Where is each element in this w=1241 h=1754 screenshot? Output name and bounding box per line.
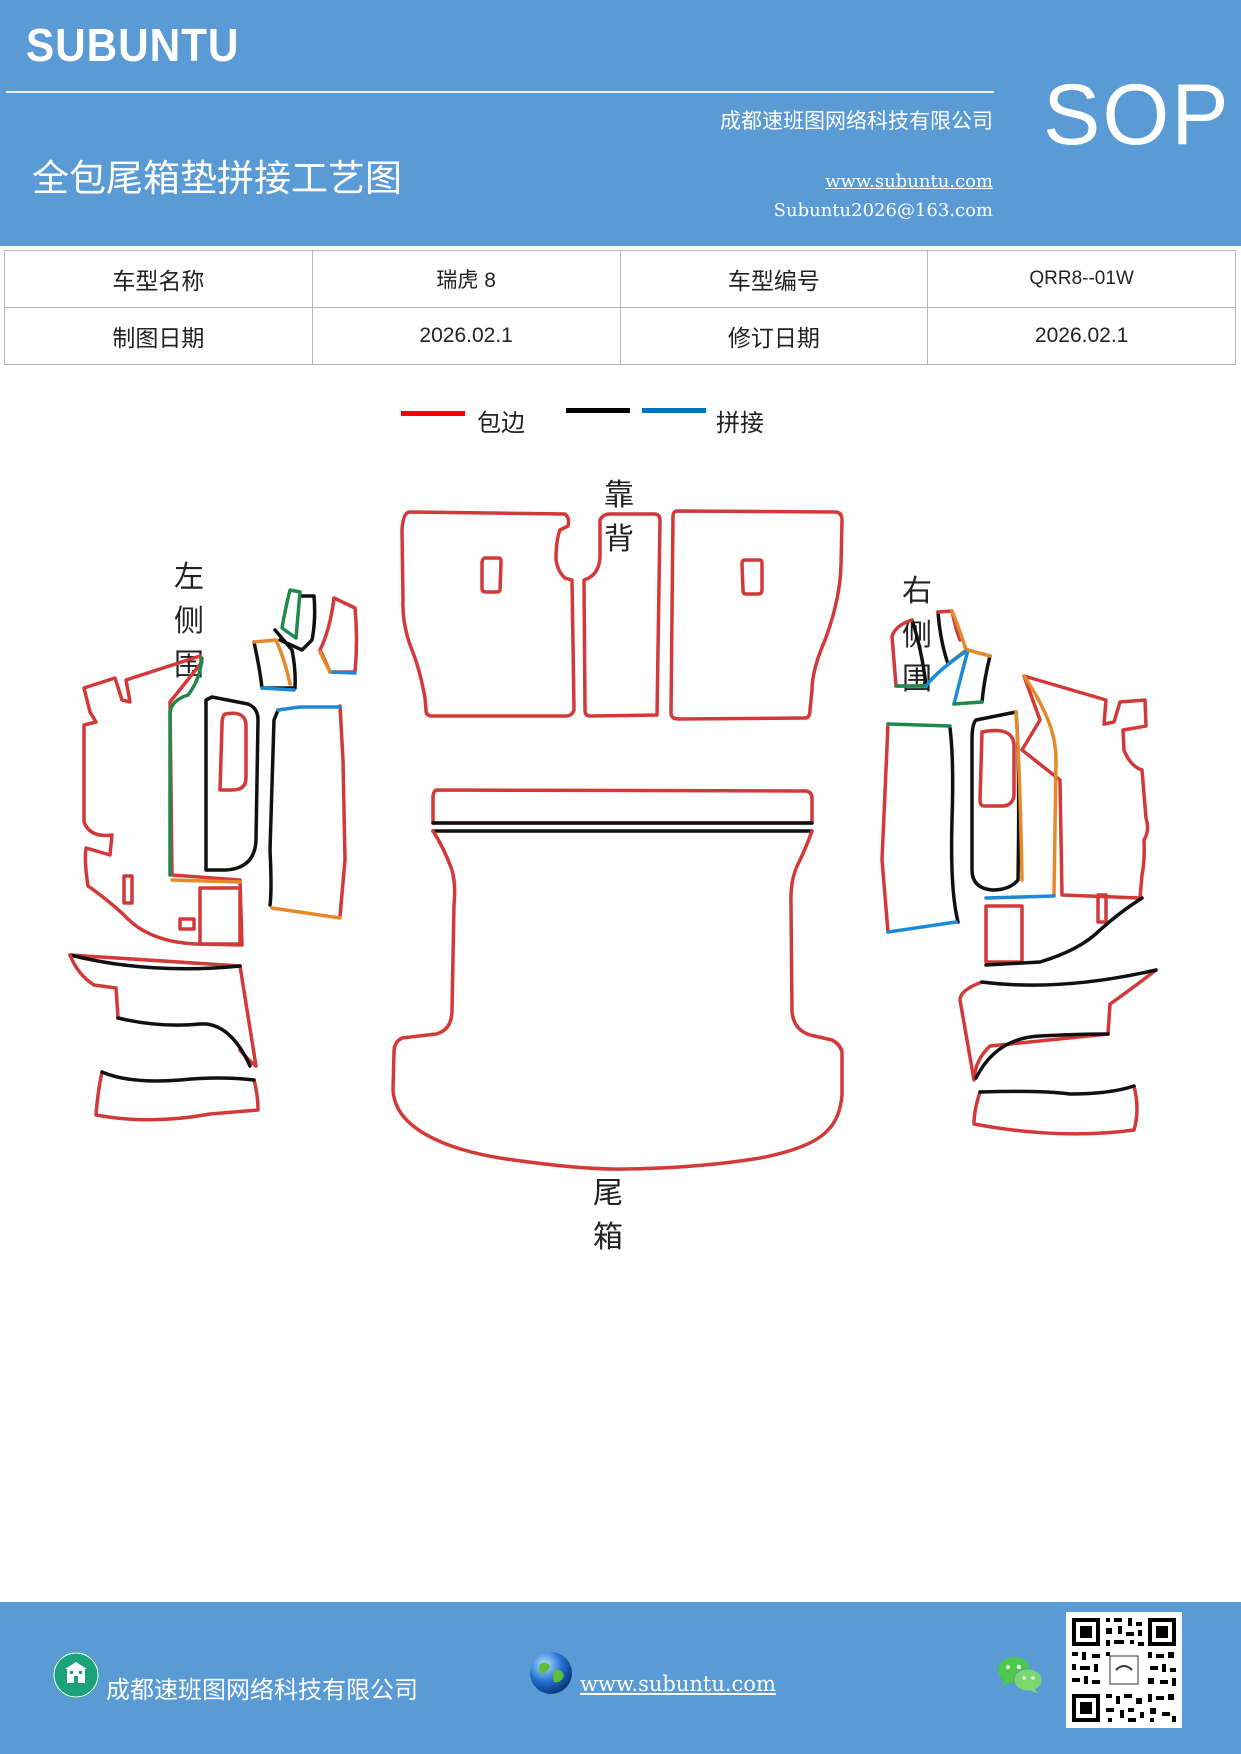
left-side-pieces: [68, 588, 359, 1122]
page-title: 全包尾箱垫拼接工艺图: [32, 157, 402, 200]
backrest-middle-panel: [582, 512, 662, 718]
footer-banner: 成都速班图网络科技有限公司 www.subuntu.com: [0, 1602, 1241, 1754]
value-model-name: 瑞虎 8: [311, 250, 621, 308]
label-revision-date: 修订日期: [619, 307, 929, 365]
table-row: 制图日期 2026.02.1 修订日期 2026.02.1: [4, 307, 1236, 365]
right-lower-piece-2-black: [978, 1084, 1136, 1096]
vehicle-info-table: 车型名称 瑞虎 8 车型编号 QRR8--01W 制图日期 2026.02.1 …: [4, 250, 1236, 365]
left-lower-piece-2: [94, 1070, 260, 1122]
left-green-seam: [168, 656, 204, 877]
left-top-piece-b-green: [280, 588, 302, 640]
left-top-piece-c-orange: [318, 650, 332, 674]
right-side-pieces: [880, 609, 1158, 1136]
left-orange-seam: [170, 878, 242, 884]
right-lower-piece-1-seam: [974, 1032, 1110, 1080]
sop-badge: SOP: [1043, 67, 1231, 163]
trunk-floor: [391, 829, 844, 1171]
left-long-strip-black: [268, 708, 280, 907]
globe-icon: [528, 1650, 574, 1696]
right-top-piece-c-green: [952, 700, 984, 706]
backrest-left-window: [480, 556, 503, 594]
label-model-code: 车型编号: [619, 250, 929, 308]
right-lower-edge-black: [984, 896, 1144, 967]
right-top-piece-c: [980, 654, 992, 704]
right-long-strip-blue: [886, 920, 958, 934]
right-top-piece-c-orange: [966, 648, 992, 658]
left-top-piece-a-orange: [252, 638, 292, 686]
left-lower-piece-1: [68, 953, 258, 1068]
left-slot-a: [122, 874, 134, 905]
left-inner-black: [204, 695, 260, 872]
right-blue-seam: [984, 894, 1056, 900]
left-top-piece-c-blue: [328, 670, 357, 675]
right-long-strip: [880, 722, 890, 934]
left-long-strip-blue: [276, 705, 342, 712]
backrest-right-panel: [669, 509, 844, 721]
label-model-name: 车型名称: [4, 250, 313, 308]
left-top-piece-a-blue: [260, 686, 296, 692]
right-lower-piece-2: [972, 1084, 1139, 1136]
legend-label-join: 拼接: [716, 409, 764, 437]
left-lower-piece-1-black: [68, 953, 242, 971]
wechat-icon[interactable]: [996, 1654, 1044, 1696]
trunk-strip: [431, 788, 814, 825]
right-orange-seam: [1022, 674, 1058, 897]
right-lower-piece-1-black: [980, 968, 1158, 987]
left-top-piece-a: [252, 628, 297, 690]
left-top-piece-b: [278, 594, 317, 652]
left-inner-window: [218, 711, 248, 792]
header-company: 成都速班图网络科技有限公司: [720, 109, 993, 133]
backrest-right-window: [740, 558, 764, 596]
label-draw-date: 制图日期: [4, 307, 313, 365]
right-inner-window: [978, 728, 1016, 808]
backrest-left-panel: [400, 510, 576, 718]
label-trunk: 尾箱: [593, 1176, 625, 1255]
trunk-pieces: [391, 788, 844, 1171]
label-backrest: 靠背: [604, 478, 636, 557]
right-top-piece-a: [910, 618, 928, 688]
right-long-strip-green: [886, 722, 952, 728]
legend-label-edge: 包边: [477, 409, 525, 437]
brand-logo: SUBUNTU: [26, 19, 240, 71]
left-lower-piece-1-seam: [116, 1016, 252, 1068]
qr-code-icon[interactable]: [1066, 1612, 1182, 1728]
left-long-strip-orange: [270, 906, 342, 920]
legend-swatch-red: [401, 411, 465, 416]
left-lower-piece-1-edge: [68, 953, 120, 1020]
mat-pieces-drawing: [68, 509, 1158, 1171]
left-long-strip: [338, 704, 347, 918]
right-inner-lower: [984, 904, 1024, 964]
table-row: 车型名称 瑞虎 8 车型编号 QRR8--01W: [4, 250, 1236, 308]
header-divider: [6, 91, 994, 93]
label-right-side: 右侧围: [902, 574, 934, 697]
value-revision-date: 2026.02.1: [927, 307, 1236, 365]
footer-website-link[interactable]: www.subuntu.com: [580, 1672, 776, 1696]
left-inner-lower: [198, 886, 242, 946]
legend-swatch-black: [566, 408, 630, 413]
value-model-code: QRR8--01W: [927, 250, 1236, 308]
building-icon: [53, 1652, 99, 1698]
right-top-piece-a-red: [890, 618, 928, 688]
right-inner-orange: [1014, 710, 1024, 882]
header-email[interactable]: Subuntu2026@163.com: [773, 200, 993, 221]
legend-swatch-blue: [642, 408, 706, 413]
right-long-strip-black: [948, 726, 960, 924]
header-banner: SUBUNTU 成都速班图网络科技有限公司 全包尾箱垫拼接工艺图 www.sub…: [0, 0, 1241, 246]
right-top-piece-b: [936, 610, 950, 666]
left-lower-piece-2-black: [100, 1070, 256, 1083]
right-main-panel: [1020, 674, 1150, 900]
legend: 包边 拼接: [0, 398, 1241, 438]
right-lower-piece-1: [958, 968, 1158, 1082]
left-slot-b: [178, 917, 196, 931]
backrest-pieces: [400, 509, 844, 721]
header-website-link[interactable]: www.subuntu.com: [825, 171, 993, 192]
footer-company: 成都速班图网络科技有限公司: [106, 1676, 418, 1704]
value-draw-date: 2026.02.1: [311, 307, 621, 365]
right-slot: [1096, 893, 1108, 924]
